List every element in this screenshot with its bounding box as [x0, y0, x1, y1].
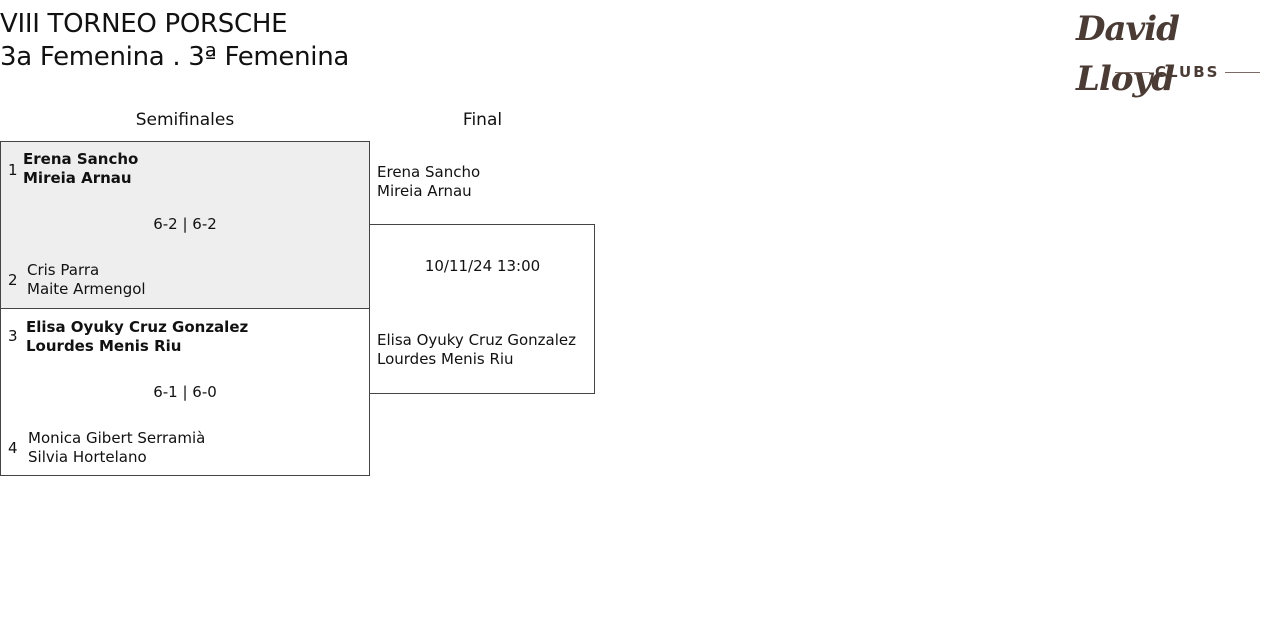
player-name: Lourdes Menis Riu [26, 337, 182, 355]
team-entry[interactable]: Cris Parra Maite Armengol [27, 261, 146, 299]
final-team-bottom[interactable]: Elisa Oyuky Cruz Gonzalez Lourdes Menis … [377, 331, 576, 369]
tournament-title: VIII TORNEO PORSCHE [0, 9, 288, 39]
player-name: Maite Armengol [27, 280, 146, 298]
player-name: Cris Parra [27, 261, 100, 279]
round-header-final: Final [462, 110, 503, 130]
round-header-semifinals: Semifinales [135, 110, 235, 130]
seed-number: 4 [8, 439, 18, 457]
logo-wordmark: David Lloyd [1076, 9, 1180, 99]
logo-rule-right [1225, 72, 1260, 73]
player-name: Mireia Arnau [377, 182, 472, 200]
final-team-top[interactable]: Erena Sancho Mireia Arnau [377, 163, 480, 201]
semifinal-match-2[interactable]: 3 Elisa Oyuky Cruz Gonzalez Lourdes Meni… [0, 308, 370, 476]
seed-number: 3 [8, 327, 18, 345]
seed-number: 1 [8, 161, 18, 179]
player-name: Monica Gibert Serramià [28, 429, 206, 447]
logo-sub-text: CLUBS [1155, 63, 1220, 81]
player-name: Mireia Arnau [23, 169, 132, 187]
player-name: Erena Sancho [377, 163, 481, 181]
match-score: 6-2 | 6-2 [153, 215, 217, 233]
final-match[interactable] [370, 224, 595, 394]
team-entry[interactable]: Monica Gibert Serramià Silvia Hortelano [28, 429, 205, 467]
player-name: Elisa Oyuky Cruz Gonzalez [26, 318, 249, 336]
player-name: Erena Sancho [23, 150, 139, 168]
player-name: Silvia Hortelano [28, 448, 147, 466]
category-title: 3a Femenina . 3ª Femenina [0, 42, 350, 72]
player-name: Elisa Oyuky Cruz Gonzalez [377, 331, 577, 349]
seed-number: 2 [8, 271, 18, 289]
team-entry[interactable]: Elisa Oyuky Cruz Gonzalez Lourdes Menis … [26, 318, 248, 356]
match-score: 6-1 | 6-0 [153, 383, 217, 401]
logo-rule-left [1115, 72, 1150, 73]
team-entry[interactable]: Erena Sancho Mireia Arnau [23, 150, 138, 188]
player-name: Lourdes Menis Riu [377, 350, 514, 368]
final-datetime: 10/11/24 13:00 [424, 257, 541, 275]
semifinal-match-1[interactable]: 1 Erena Sancho Mireia Arnau 6-2 | 6-2 2 … [0, 141, 370, 309]
logo-sub: CLUBS [1070, 62, 1280, 82]
david-lloyd-logo: David Lloyd CLUBS [1070, 0, 1280, 99]
